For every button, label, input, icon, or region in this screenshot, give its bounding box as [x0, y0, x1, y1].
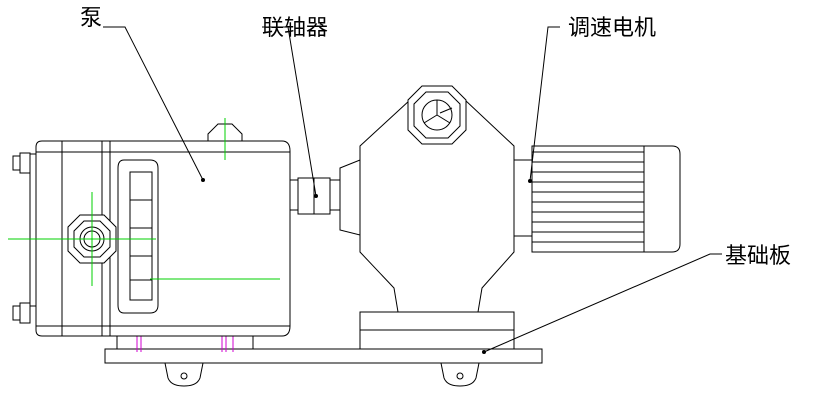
pump-body [12, 123, 291, 337]
base-plate [104, 311, 543, 387]
leader-lines [103, 26, 722, 354]
centerlines [8, 118, 280, 286]
label-motor: 调速电机 [568, 16, 657, 41]
gearbox [339, 85, 515, 313]
motor [513, 145, 681, 253]
coupling [289, 177, 341, 215]
label-base-plate: 基础板 [725, 244, 792, 269]
label-pump: 泵 [80, 6, 103, 31]
label-coupling: 联轴器 [262, 16, 329, 41]
